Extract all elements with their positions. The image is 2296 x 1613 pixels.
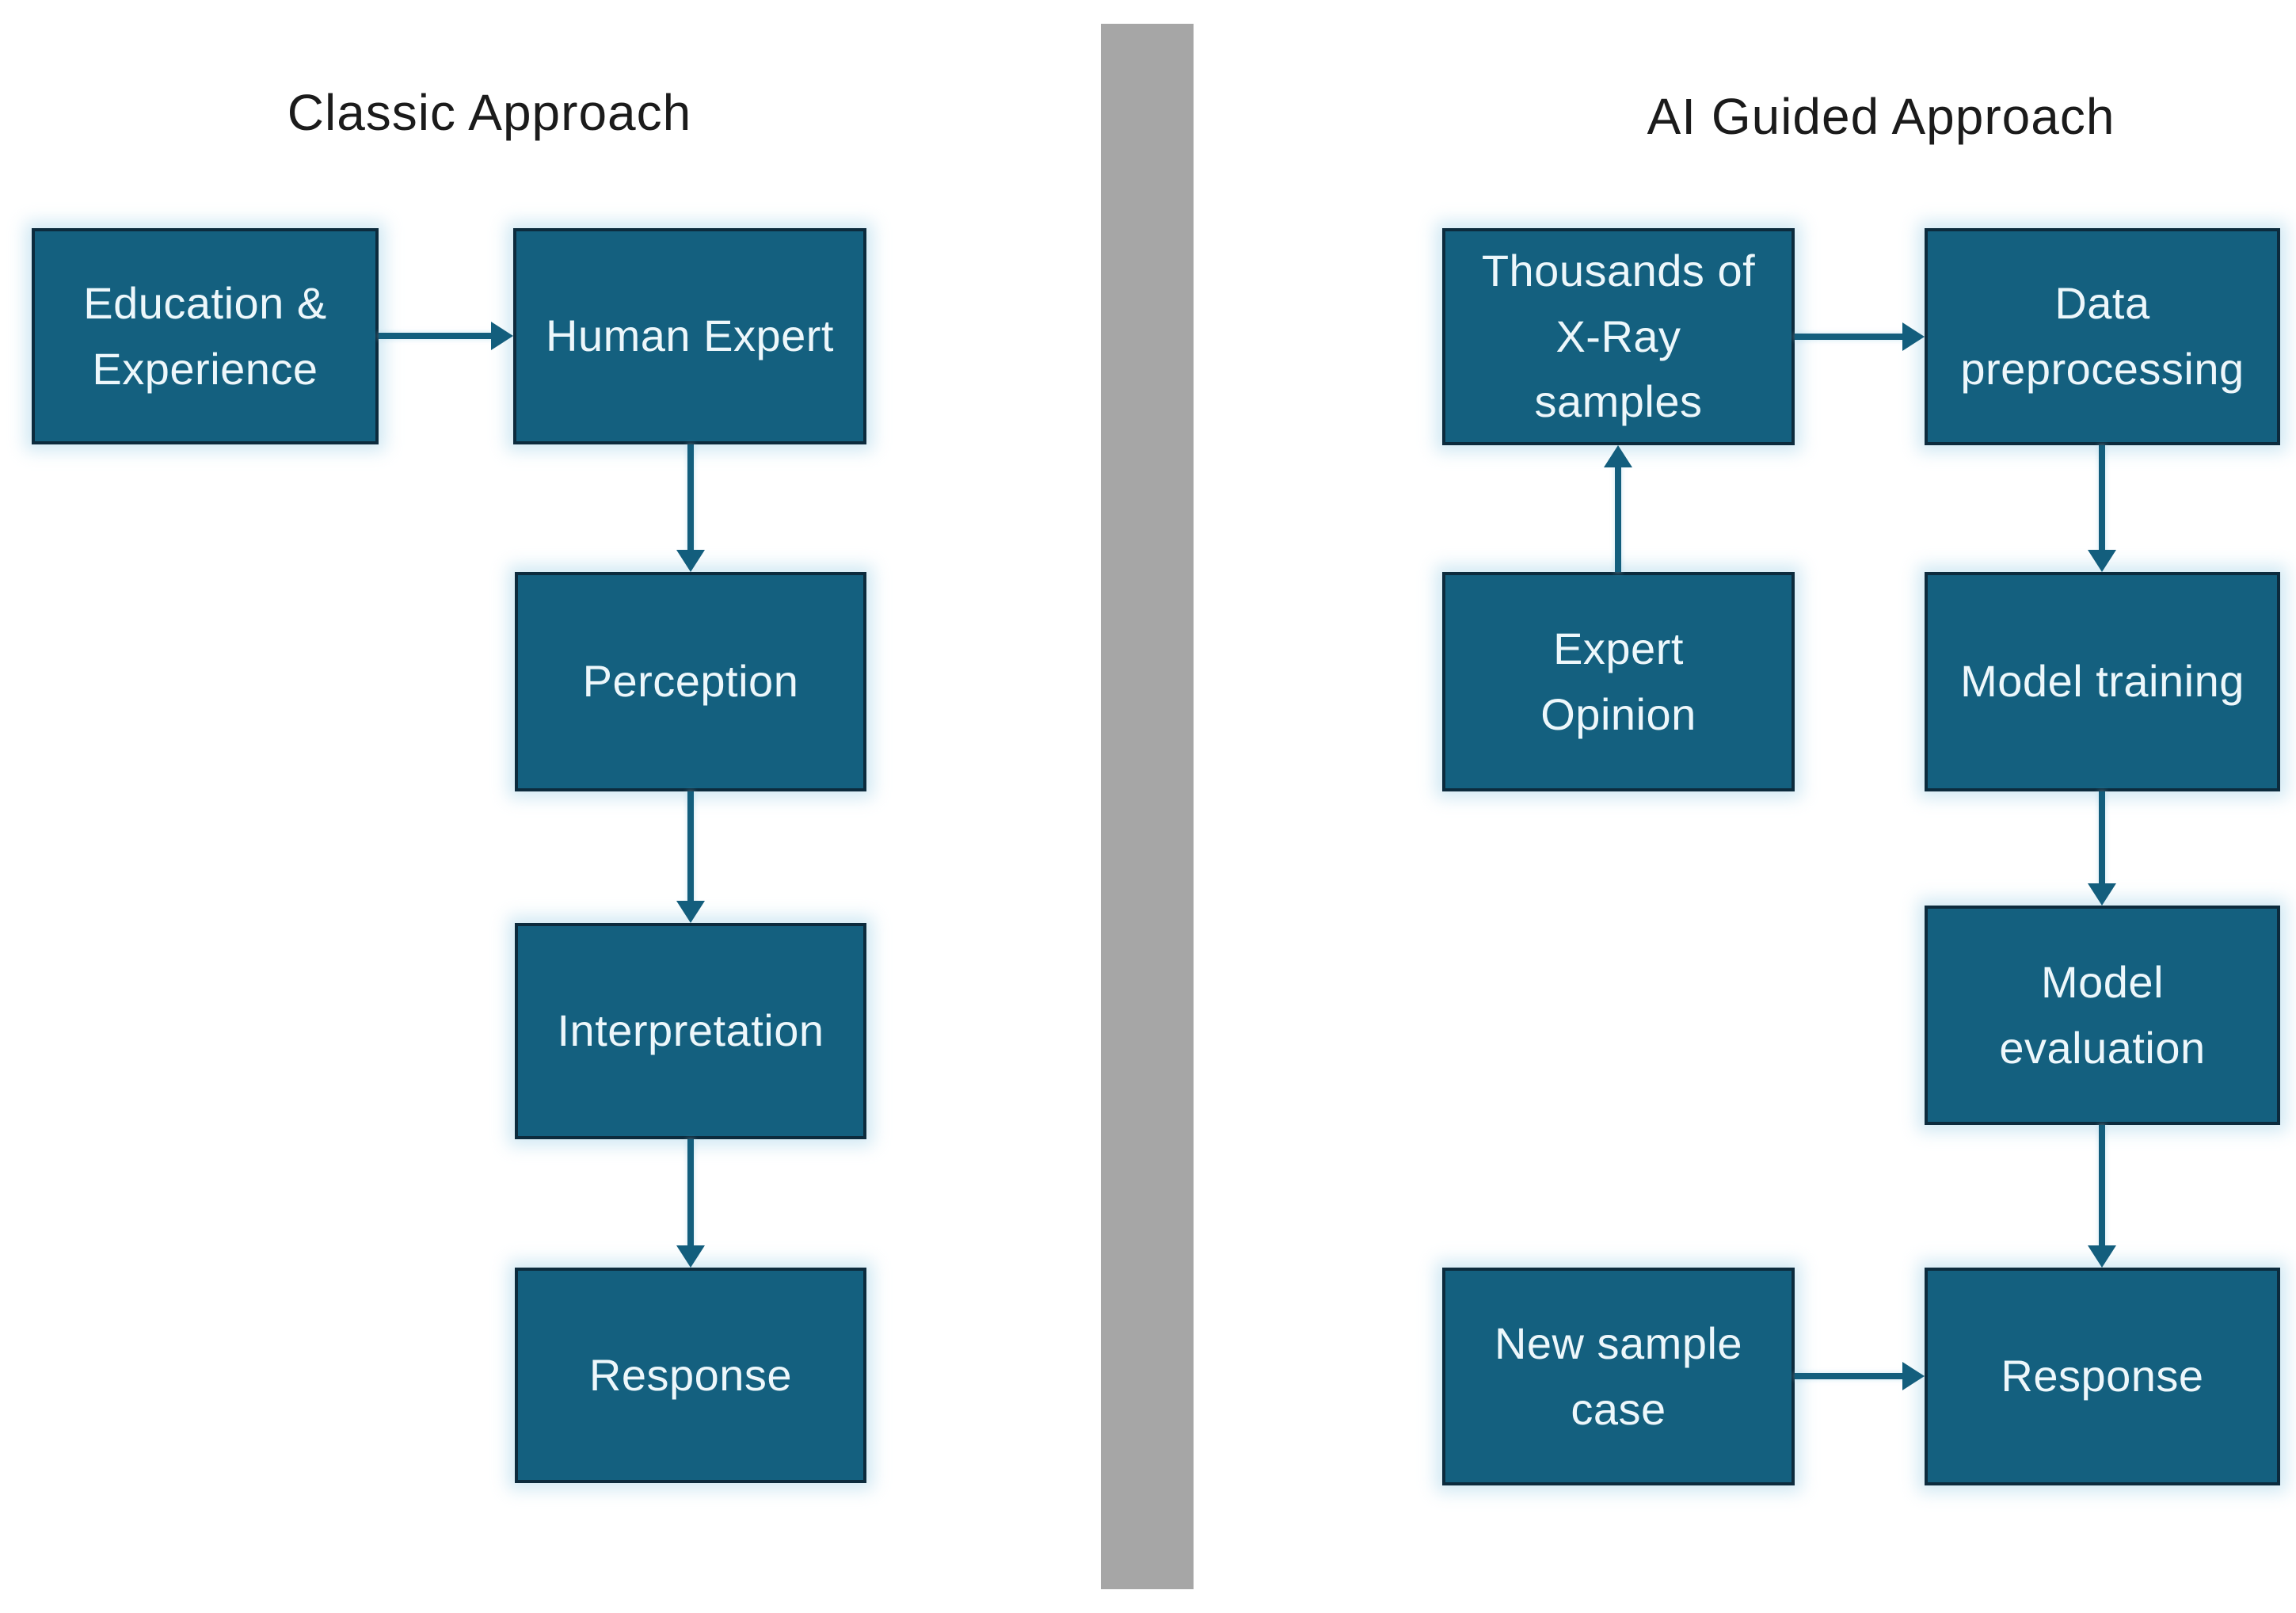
flow-node-response-classic: Response [515, 1268, 866, 1483]
arrow-shaft [687, 1139, 694, 1247]
flow-node-expert-opinion: Expert Opinion [1442, 572, 1795, 791]
arrow-head [2088, 883, 2116, 906]
flow-node-label: Perception [582, 656, 799, 707]
arrow-perception-to-interpretation [676, 791, 705, 923]
arrow-head [676, 901, 705, 923]
arrow-human-expert-to-perception [676, 444, 705, 572]
arrow-head [491, 322, 513, 350]
flow-node-new-sample-case: New sample case [1442, 1268, 1795, 1485]
flow-node-response-ai: Response [1925, 1268, 2280, 1485]
ai-guided-approach-title: AI Guided Approach [1647, 88, 2115, 145]
arrow-shaft [687, 791, 694, 902]
arrow-head [1902, 1362, 1925, 1390]
arrow-shaft [687, 444, 694, 551]
flow-node-label: Response [588, 1349, 793, 1400]
flow-node-education-experience: Education & Experience [32, 228, 379, 444]
arrow-head [676, 550, 705, 572]
flow-node-model-evaluation: Model evaluation [1925, 906, 2280, 1125]
arrow-shaft [2099, 1125, 2105, 1247]
arrow-new-sample-case-to-response [1795, 1362, 1925, 1390]
arrow-head [2088, 550, 2116, 572]
flow-node-label: Data preprocessing [1960, 278, 2245, 394]
flow-node-label: Thousands of X-Ray samples [1481, 245, 1756, 427]
flow-node-label: Model evaluation [1999, 956, 2206, 1073]
flow-node-data-preprocessing: Data preprocessing [1925, 228, 2280, 445]
arrow-shaft [1795, 334, 1904, 340]
arrow-shaft [1795, 1373, 1904, 1379]
arrow-head [676, 1245, 705, 1268]
flow-node-label: Human Expert [546, 311, 834, 361]
arrow-model-evaluation-to-response [2088, 1125, 2116, 1268]
arrow-model-training-to-model-evaluation [2088, 791, 2116, 906]
arrow-education-to-human-expert [379, 322, 513, 350]
arrow-expert-opinion-to-xray-samples [1604, 445, 1632, 572]
arrow-head [1902, 322, 1925, 351]
flow-node-label: Interpretation [557, 1005, 824, 1056]
arrow-data-preprocessing-to-model-training [2088, 445, 2116, 572]
flow-node-label: Education & Experience [83, 277, 327, 394]
arrow-shaft [1615, 466, 1621, 572]
arrow-shaft [2099, 445, 2105, 551]
flow-node-label: Response [2001, 1351, 2204, 1401]
flow-node-human-expert: Human Expert [513, 228, 866, 444]
flow-node-thousands-of-x-ray-samples: Thousands of X-Ray samples [1442, 228, 1795, 445]
flow-node-label: New sample case [1494, 1317, 1743, 1434]
arrow-shaft [2099, 791, 2105, 885]
arrow-xray-samples-to-data-preprocessing [1795, 322, 1925, 351]
arrow-shaft [379, 333, 493, 339]
flow-node-interpretation: Interpretation [515, 923, 866, 1139]
flow-node-model-training: Model training [1925, 572, 2280, 791]
flow-node-perception: Perception [515, 572, 866, 791]
arrow-interpretation-to-response [676, 1139, 705, 1268]
flow-node-label: Expert Opinion [1540, 623, 1696, 739]
arrow-head [2088, 1245, 2116, 1268]
arrow-head [1604, 445, 1632, 467]
flow-node-label: Model training [1960, 656, 2245, 707]
panel-divider-bar [1101, 24, 1194, 1589]
classic-approach-title: Classic Approach [287, 84, 692, 141]
